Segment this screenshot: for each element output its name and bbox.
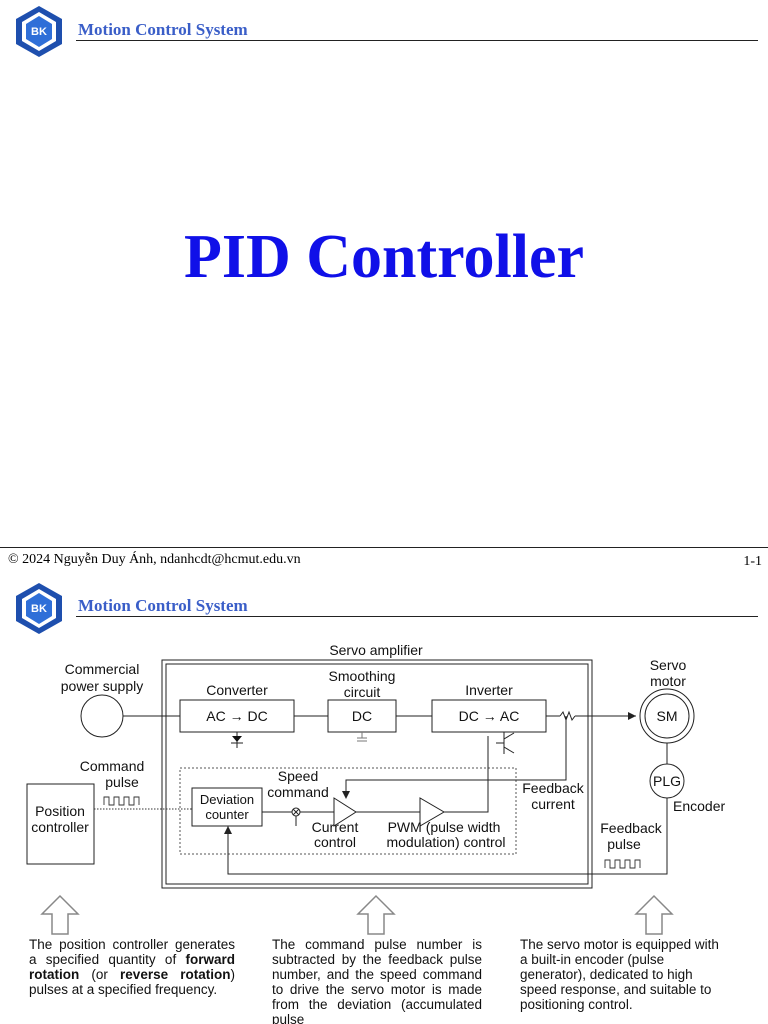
caption-position-controller: The position controller generates a spec… bbox=[29, 937, 235, 997]
position-controller-text-2: controller bbox=[31, 819, 89, 835]
speed-command-label-2: command bbox=[267, 784, 328, 800]
command-pulse-label-2: pulse bbox=[105, 774, 139, 790]
command-pulse-waveform bbox=[103, 796, 140, 806]
up-arrow-icon bbox=[40, 894, 80, 935]
feedback-pulse-waveform bbox=[604, 859, 641, 869]
position-controller-text-1: Position bbox=[35, 803, 85, 819]
deviation-counter-text-1: Deviation bbox=[200, 792, 254, 807]
feedback-pulse-label-1: Feedback bbox=[600, 820, 662, 836]
converter-label: Converter bbox=[206, 682, 268, 698]
servo-amplifier-label: Servo amplifier bbox=[329, 642, 423, 658]
inverter-text: DC → AC bbox=[459, 708, 520, 724]
control-area-boundary bbox=[179, 767, 517, 855]
servo-motor-label-1: Servo bbox=[650, 657, 687, 673]
footer-divider bbox=[0, 547, 768, 548]
page-number: 1-1 bbox=[743, 554, 762, 569]
servo-motor-label-2: motor bbox=[650, 673, 686, 689]
current-control-amplifier bbox=[333, 797, 357, 827]
inverter-block bbox=[431, 699, 547, 733]
pwm-label-1: PWM (pulse width bbox=[388, 819, 501, 835]
header-title: Motion Control System bbox=[78, 596, 248, 615]
encoder-label: Encoder bbox=[673, 798, 725, 814]
smoothing-label-1: Smoothing bbox=[329, 668, 396, 684]
servo-amplifier-frame bbox=[161, 659, 593, 889]
smoothing-label-2: circuit bbox=[344, 684, 381, 700]
smoothing-block bbox=[327, 699, 397, 733]
slide-1: BK Motion Control System PID Controller … bbox=[0, 6, 768, 569]
command-pulse-label-1: Command bbox=[80, 758, 145, 774]
feedback-current-label-2: current bbox=[531, 796, 575, 812]
caption-servo-motor: The servo motor is equipped with a built… bbox=[520, 937, 719, 1012]
deviation-counter-text-2: counter bbox=[205, 807, 249, 822]
plg-text: PLG bbox=[653, 773, 681, 789]
current-control-label-2: control bbox=[314, 834, 356, 850]
power-supply-label-2: power supply bbox=[61, 678, 144, 694]
header-title: Motion Control System bbox=[78, 20, 248, 39]
up-arrow-icon bbox=[634, 894, 674, 935]
converter-text: AC → DC bbox=[206, 708, 267, 724]
deviation-counter-block bbox=[191, 787, 263, 827]
footer-copyright: © 2024 Nguyễn Duy Ánh, ndanhcdt@hcmut.ed… bbox=[8, 552, 301, 567]
sm-text: SM bbox=[657, 708, 678, 724]
header-divider bbox=[76, 40, 758, 41]
bk-logo: BK bbox=[16, 6, 62, 57]
slide-title: PID Controller bbox=[183, 223, 585, 291]
feedback-pulse-label-2: pulse bbox=[607, 836, 641, 852]
smoothing-text: DC bbox=[352, 708, 372, 724]
feedback-current-label-1: Feedback bbox=[522, 780, 584, 796]
svg-text:BK: BK bbox=[31, 603, 47, 615]
power-supply-symbol bbox=[80, 694, 124, 738]
header-divider bbox=[76, 616, 758, 617]
pwm-amplifier bbox=[419, 797, 445, 827]
slide-2: BK Motion Control System Servo amplifier… bbox=[0, 576, 768, 1024]
power-supply-label-1: Commercial bbox=[65, 661, 140, 677]
svg-text:BK: BK bbox=[31, 26, 47, 38]
inverter-label: Inverter bbox=[465, 682, 513, 698]
bk-logo: BK bbox=[16, 583, 62, 634]
caption-deviation-counter: The command pulse number is subtracted b… bbox=[272, 937, 482, 1024]
servo-system-diagram: Servo amplifier Commercial power supply … bbox=[26, 642, 725, 935]
current-control-label-1: Current bbox=[312, 819, 359, 835]
position-controller-block bbox=[26, 783, 95, 865]
pwm-label-2: modulation) control bbox=[386, 834, 505, 850]
speed-command-label-1: Speed bbox=[278, 768, 318, 784]
diode-icon bbox=[232, 736, 242, 742]
up-arrow-icon bbox=[356, 894, 396, 935]
